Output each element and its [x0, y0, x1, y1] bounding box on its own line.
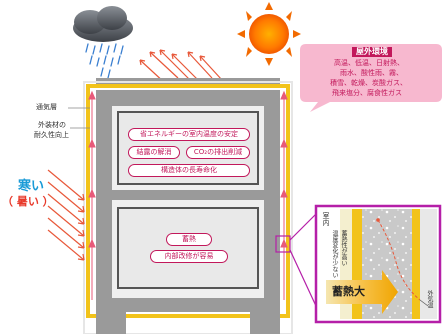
leader-lines: [68, 107, 90, 129]
upper-room-item-3: CO₂の排出削減: [186, 146, 250, 159]
external-line-4: 飛来塩分、腐食性ガス: [332, 89, 402, 97]
wall-detail: [314, 204, 442, 324]
zoom-connector: [275, 213, 317, 307]
detail-text-2: 蓄熱性が高い: [340, 230, 347, 266]
lower-room-item-1: 蓄熱: [166, 233, 212, 246]
ventilation-layer-label: 通気層: [36, 103, 57, 111]
hot-label: （ 暑い ）: [2, 195, 54, 208]
detail-indoor-label: 室内: [322, 212, 330, 226]
durability-label-2: 耐久性向上: [34, 131, 69, 139]
upper-room-item-2: 結露の解消: [128, 146, 180, 159]
external-environment-bubble: [300, 44, 442, 112]
upper-room-item-1: 省エネルギーの室内温度の安定: [128, 128, 250, 141]
external-environment-title: 屋外環境: [352, 47, 392, 57]
cold-label: 寒い: [18, 179, 45, 194]
rain-cloud-icon: [73, 6, 133, 79]
left-heat-arrows: [47, 169, 85, 261]
external-line-2: 雨水、酸性雨、霧、: [340, 69, 403, 77]
detail-outdoor-label: 外気温: [426, 290, 433, 308]
sun-icon: [237, 2, 301, 66]
heat-storage-label: 蓄熱大: [332, 285, 365, 298]
lower-room-item-2: 内部改修が容易: [150, 250, 228, 263]
detail-text-1: 温度変化が少ない: [331, 230, 338, 278]
ventilation-arrows: [88, 90, 288, 300]
external-line-3: 積雪、乾燥、炭酸ガス、: [330, 79, 407, 87]
external-line-1: 高温、低温、日射熱、: [334, 59, 404, 67]
building: [83, 78, 293, 334]
durability-label-1: 外装材の: [38, 121, 66, 129]
upper-room-item-4: 構造体の長寿命化: [128, 164, 250, 177]
